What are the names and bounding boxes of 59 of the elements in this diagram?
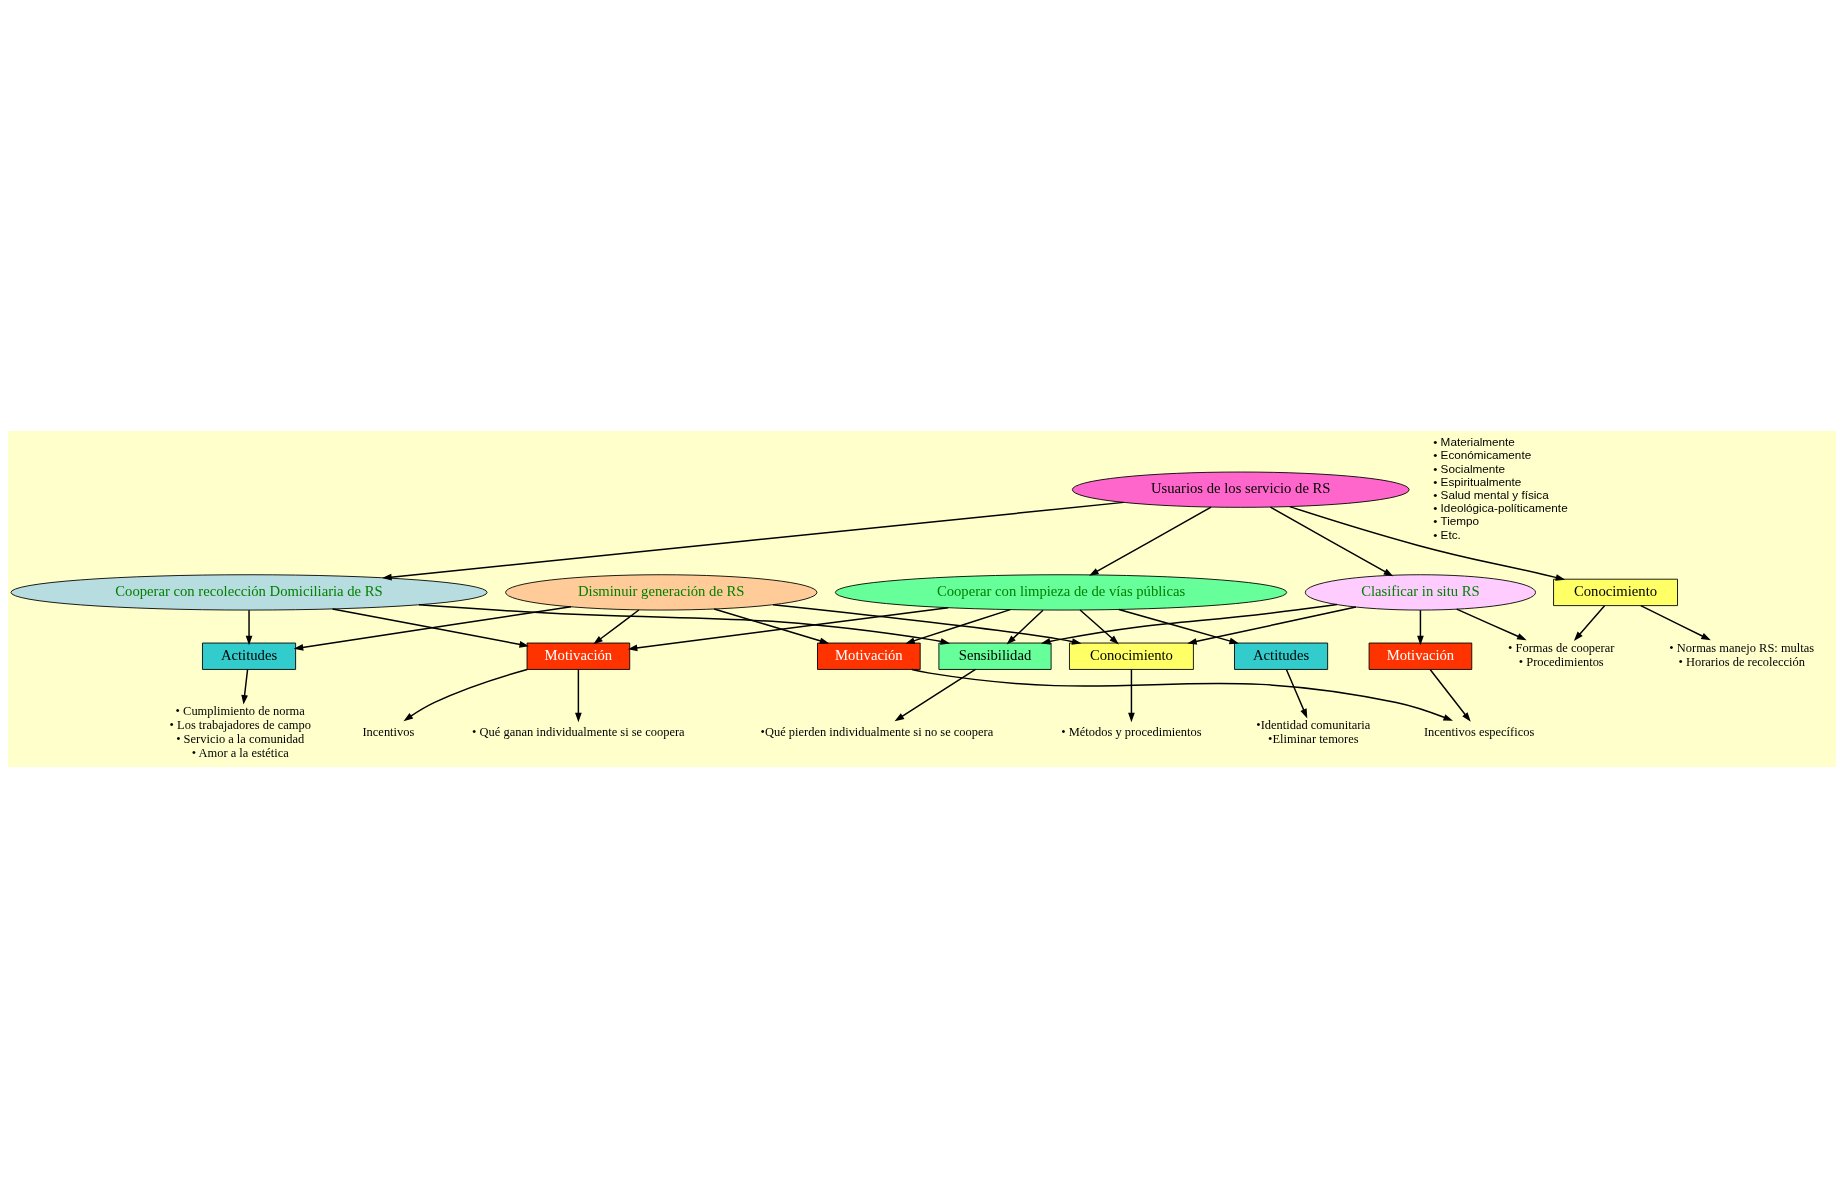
node-box: Conocimiento [1069,642,1194,670]
arrow [911,668,1453,721]
arrow [1269,506,1394,577]
node-text: • Cumplimiento de norma • Los trabajadores de campo • Servicio a la comunidad • Amor a la estética [169,704,311,761]
arrow [293,606,572,651]
arrow [1089,506,1212,576]
arrow [1429,668,1471,722]
node-ellipse: Clasificar in situ RS [1304,574,1536,611]
arrow [905,608,1011,644]
label: • Socialmente [1433,461,1506,475]
node-ellipse: Cooperar con limpieza de de vías públicas [834,574,1288,611]
label: • Espiritualmente [1433,474,1522,488]
node-text: • Qué ganan individualmente si se coopera [472,725,685,740]
label: • Económicamente [1433,448,1532,462]
node-text: •Identidad comunitaria •Eliminar temores [1256,718,1371,747]
arrow [241,668,249,705]
label: • Salud mental y física [1433,488,1549,502]
node-box: Sensibilidad [938,642,1052,670]
arrow [1573,605,1606,641]
label: • Materialmente [1433,435,1515,449]
node-box: Motivación [526,642,631,670]
arrow [575,668,582,723]
node-text: Incentivos [362,725,415,740]
arrow [1079,609,1119,645]
arrow [1288,505,1566,581]
node-ellipse: Disminuir generación de RS [505,574,818,611]
node-box: Actitudes [1234,642,1329,670]
arrow [403,668,528,722]
arrow [713,608,830,645]
node-text: •Qué pierden individualmente si no se coopera [760,725,994,740]
arrow [1118,608,1239,645]
arrow [331,608,529,648]
arrow [772,604,1082,645]
node-ellipse: Usuarios de los servicio de RS [1071,471,1410,508]
arrow [894,668,977,722]
arrow [1640,604,1711,641]
arrow [1128,668,1135,723]
arrow [245,609,253,646]
node-text: • Formas de cooperar • Procedimientos [1508,641,1615,670]
arrow [418,604,951,645]
arrow [1455,608,1527,641]
arrow [1040,603,1338,645]
label: • Ideológica-políticamente [1433,501,1568,515]
label: • Tiempo [1433,514,1480,528]
arrow [382,501,1125,581]
arrow [1417,609,1424,646]
arrow [593,609,640,645]
label: • Etc. [1433,527,1461,541]
arrow [1187,606,1357,645]
arrow [1006,609,1044,645]
node-text: • Métodos y procedimientos [1061,725,1202,740]
node-box: Conocimiento [1553,578,1678,607]
node-text: • Normas manejo RS: multas • Horarios de recolección [1669,641,1815,670]
arrow [1285,668,1308,719]
node-box: Actitudes [202,642,297,670]
node-box: Motivación [1368,642,1473,670]
arrow [627,606,949,652]
node-box: Motivación [817,642,921,670]
node-text: Incentivos específicos [1423,725,1535,740]
